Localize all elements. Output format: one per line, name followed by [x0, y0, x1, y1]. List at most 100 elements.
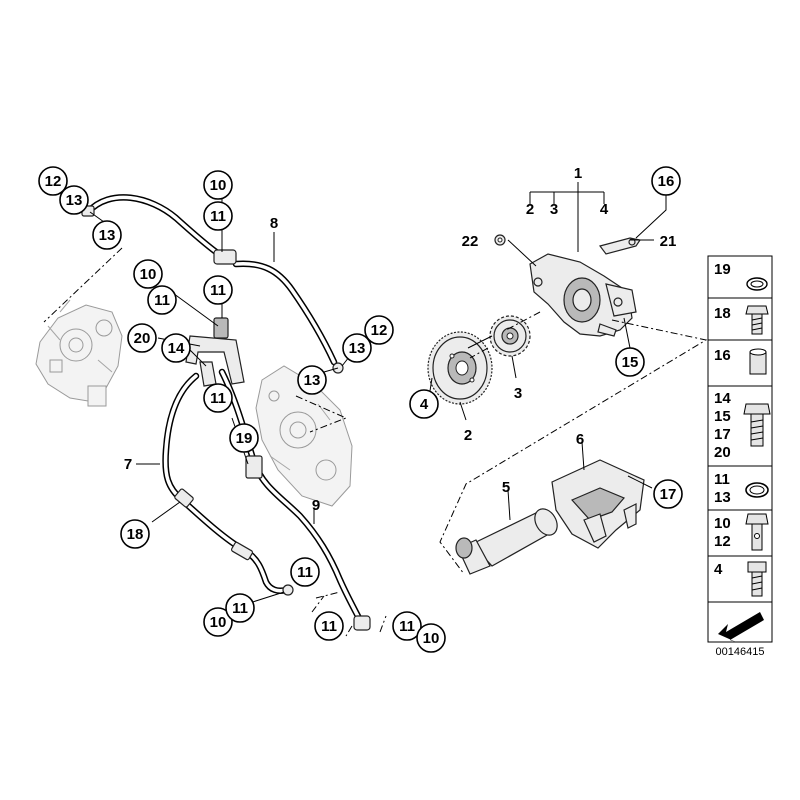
panel-number: 12 — [714, 533, 731, 550]
leader-lines — [89, 182, 667, 607]
callout-12: 12 — [38, 166, 68, 196]
callout-number: 14 — [168, 340, 185, 357]
callout-10: 10 — [416, 623, 446, 653]
label-7: 7 — [124, 456, 132, 473]
power-steering-pump-ghost — [35, 299, 123, 407]
callout-11: 11 — [314, 611, 344, 641]
sprocket-3-part — [489, 315, 531, 357]
label-6: 6 — [576, 431, 584, 448]
panel-row-19 — [707, 255, 773, 299]
label-3: 3 — [514, 385, 522, 402]
stud-bolt-icon — [747, 561, 767, 597]
callout-number: 13 — [349, 340, 366, 357]
callout-number: 10 — [423, 630, 440, 647]
label-21: 21 — [660, 233, 677, 250]
sleeve-icon — [749, 348, 767, 375]
callout-number: 11 — [154, 292, 170, 309]
gear-2-part — [427, 331, 493, 405]
callout-number: 11 — [210, 390, 226, 407]
label-1: 1 — [574, 165, 582, 182]
callout-11: 11 — [290, 557, 320, 587]
label-3: 3 — [550, 201, 558, 218]
callout-number: 4 — [420, 396, 429, 413]
line-7 — [162, 372, 294, 596]
callout-number: 11 — [399, 618, 415, 635]
panel-number: 19 — [714, 261, 731, 278]
panel-number: 16 — [714, 347, 731, 364]
reference-code: 00146415 — [716, 646, 765, 658]
panel-number: 10 — [714, 515, 731, 532]
callout-11: 11 — [203, 201, 233, 231]
callout-number: 11 — [321, 618, 337, 635]
callout-17: 17 — [653, 479, 683, 509]
callout-number: 13 — [304, 372, 321, 389]
callout-number: 10 — [210, 614, 227, 631]
label-22: 22 — [462, 233, 479, 250]
callout-13: 13 — [59, 185, 89, 215]
callout-13: 13 — [297, 365, 327, 395]
sealing-ring-icon — [745, 482, 769, 498]
panel-number: 20 — [714, 444, 731, 461]
callout-10: 10 — [203, 170, 233, 200]
callout-number: 13 — [66, 192, 83, 209]
parts-panel: 19 18 16 14 15 17 20 11 13 — [707, 255, 773, 658]
label-5: 5 — [502, 479, 510, 496]
callout-number: 12 — [371, 322, 388, 339]
timing-cover-ghost — [255, 365, 353, 507]
callout-number: 10 — [210, 177, 227, 194]
arrow-icon — [718, 612, 764, 642]
callout-number: 11 — [210, 282, 226, 299]
washer-ring-icon — [746, 277, 768, 291]
callout-number: 12 — [45, 173, 62, 190]
callout-number: 13 — [99, 227, 116, 244]
label-4: 4 — [600, 201, 609, 218]
panel-number: 15 — [714, 408, 731, 425]
callout-14: 14 — [161, 333, 191, 363]
washer-22-part — [494, 234, 506, 246]
callout-number: 11 — [232, 600, 248, 617]
hollow-bolt-icon — [745, 513, 769, 551]
callout-11: 11 — [225, 593, 255, 623]
panel-row-arrow — [707, 601, 773, 643]
callout-13: 13 — [92, 220, 122, 250]
callout-10: 10 — [133, 259, 163, 289]
panel-number: 13 — [714, 489, 731, 506]
callout-number: 11 — [297, 564, 313, 581]
callout-number: 16 — [658, 173, 675, 190]
callout-12: 12 — [364, 315, 394, 345]
panel-number: 11 — [714, 471, 730, 488]
callout-4: 4 — [409, 389, 439, 419]
callout-11: 11 — [147, 285, 177, 315]
label-9: 9 — [312, 497, 320, 514]
label-8: 8 — [270, 215, 278, 232]
filter-5-part — [455, 508, 558, 575]
bracket-part — [185, 317, 245, 387]
callout-number: 11 — [210, 208, 226, 225]
panel-number: 14 — [714, 390, 731, 407]
callout-number: 10 — [140, 266, 157, 283]
callout-number: 17 — [660, 486, 677, 503]
bracket-6-part — [551, 459, 645, 549]
callout-10: 10 — [203, 607, 233, 637]
callout-20: 20 — [127, 323, 157, 353]
callout-11: 11 — [392, 611, 422, 641]
callout-13: 13 — [342, 333, 372, 363]
callout-16: 16 — [651, 166, 681, 196]
panel-number: 18 — [714, 305, 731, 322]
vacuum-pump-housing — [529, 253, 637, 337]
label-2: 2 — [526, 201, 534, 218]
callout-11: 11 — [203, 383, 233, 413]
callout-number: 15 — [622, 354, 639, 371]
damper-19-part — [245, 455, 263, 479]
callout-18: 18 — [120, 519, 150, 549]
label-2: 2 — [464, 427, 472, 444]
callout-15: 15 — [615, 347, 645, 377]
callout-number: 19 — [236, 430, 253, 447]
callout-number: 20 — [134, 330, 151, 347]
callout-11: 11 — [203, 275, 233, 305]
hose-8 — [81, 194, 344, 374]
panel-number: 4 — [714, 561, 723, 578]
callout-19: 19 — [229, 423, 259, 453]
hex-bolt-long-icon — [743, 403, 771, 447]
